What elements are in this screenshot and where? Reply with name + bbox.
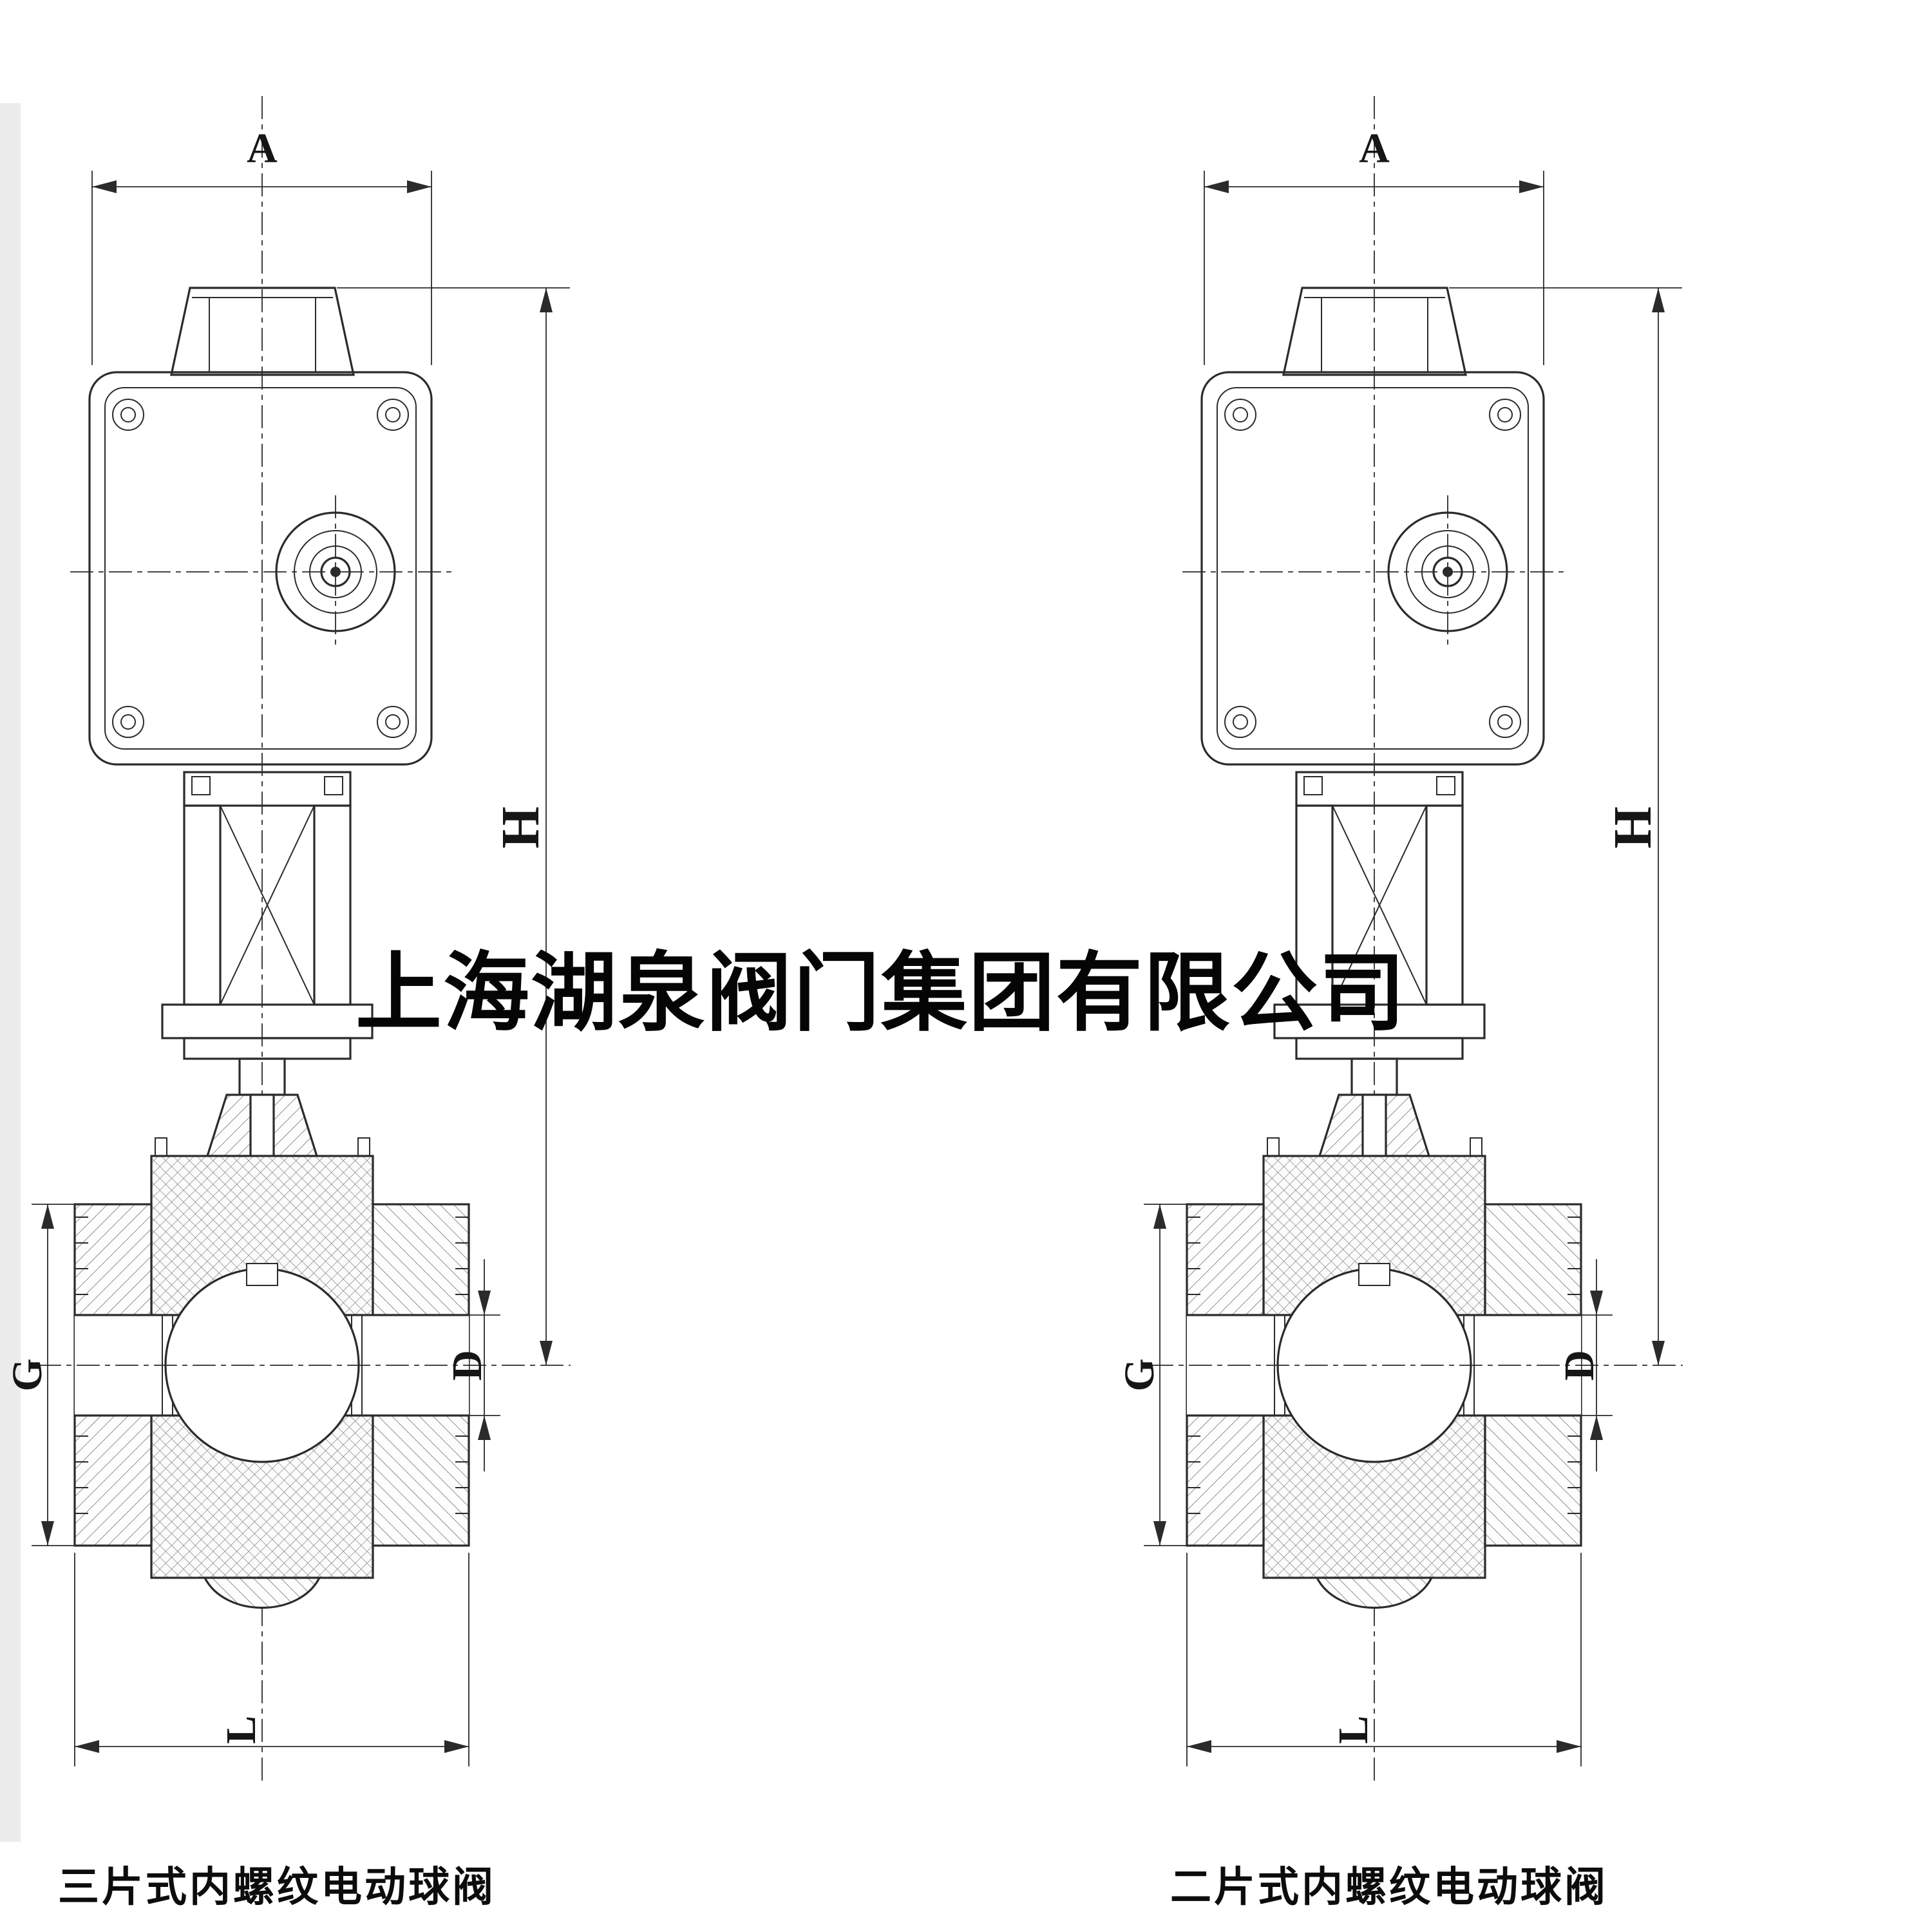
left-dim-label-G: G [4, 1358, 51, 1391]
right-dim-label-H: H [1603, 806, 1663, 848]
left-dim-label-L: L [218, 1716, 265, 1744]
left-dim-label-D: D [444, 1350, 491, 1381]
right-dim-label-A: A [1359, 125, 1390, 172]
left-valve-caption: 三片式内螺纹电动球阀 [58, 1864, 496, 1911]
scan-shadow [0, 103, 21, 1842]
left-dim-label-H: H [491, 806, 551, 848]
right-dim-label-D: D [1556, 1350, 1603, 1381]
right-valve-caption: 二片式内螺纹电动球阀 [1170, 1864, 1608, 1911]
right-dim-label-L: L [1330, 1716, 1377, 1744]
left-dim-label-A: A [247, 125, 278, 172]
left-valve-drawing [31, 95, 571, 1785]
right-valve-drawing [1143, 95, 1683, 1785]
right-dim-label-G: G [1116, 1358, 1163, 1391]
company-watermark: 上海湖泉阀门集团有限公司 [355, 943, 1406, 1043]
